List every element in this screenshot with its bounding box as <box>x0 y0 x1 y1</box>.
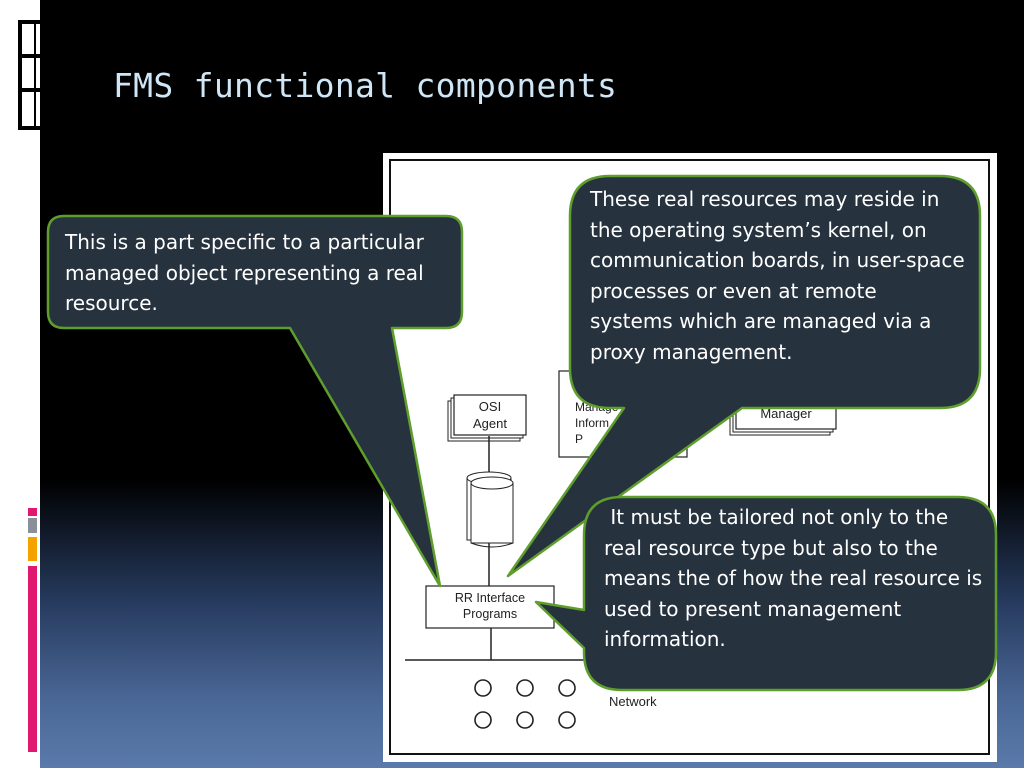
accent-bar-gray <box>28 518 37 533</box>
callout-bottom-right-text: It must be tailored not only to the real… <box>604 505 989 651</box>
network-nodes <box>474 679 576 729</box>
database-icon <box>466 471 514 548</box>
rr-interface-box <box>425 585 555 629</box>
tiles-icon <box>18 20 44 130</box>
manager-label: Manager <box>760 406 812 421</box>
slide-title: FMS functional components <box>113 66 618 105</box>
accent-bar-pink-top <box>28 508 37 516</box>
osi-agent-label: OSI Agent <box>473 399 507 431</box>
callout-left-text: This is a part specific to a particular … <box>65 230 424 315</box>
callout-top-right-text: These real resources may reside in the o… <box>590 187 965 364</box>
management-info-label: Manage Inform P <box>575 400 619 446</box>
network-label: Network <box>609 694 657 709</box>
accent-bar-orange <box>28 537 37 561</box>
accent-bar-pink <box>28 566 37 752</box>
rr-interface-label: RR Interface Programs <box>454 591 526 621</box>
